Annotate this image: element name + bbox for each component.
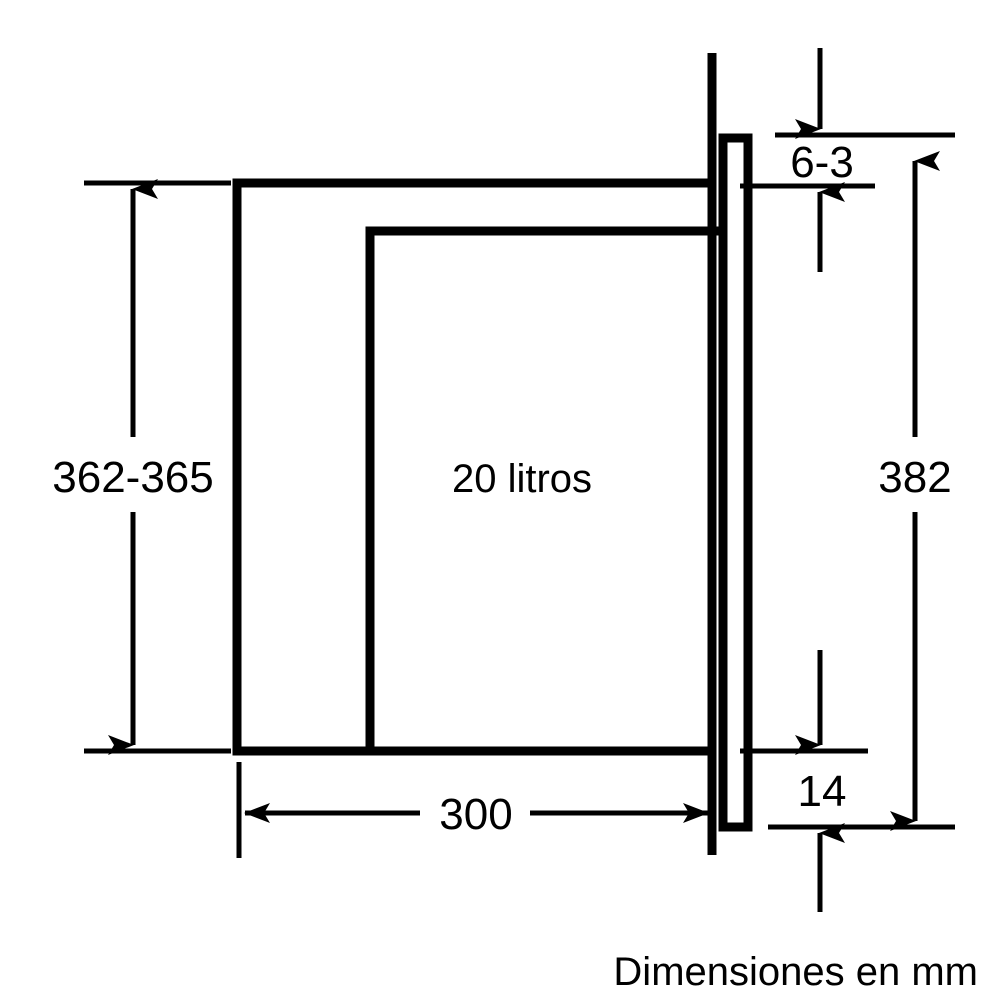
dimension-label-height-niche: 362-365 xyxy=(52,453,213,502)
dimension-label-depth-total: 382 xyxy=(878,453,951,502)
capacity-label: 20 litros xyxy=(452,457,592,501)
dimension-label-width: 300 xyxy=(439,790,512,839)
cabinet-body-outline xyxy=(232,178,712,756)
dimension-bottom-offset: 14 xyxy=(740,650,955,912)
units-caption: Dimensiones en mm xyxy=(613,950,978,994)
cavity-outline xyxy=(365,226,723,751)
dimension-label-front-overhang: 6-3 xyxy=(790,138,854,187)
dimension-width: 300 xyxy=(236,762,709,858)
dimension-front-overhang: 6-3 xyxy=(740,48,955,272)
door-panel-outline xyxy=(718,133,753,832)
dimension-depth-total: 382 xyxy=(878,151,952,831)
dimension-label-bottom-offset: 14 xyxy=(798,767,847,816)
appliance-outline xyxy=(232,53,753,855)
dimension-height-niche: 362-365 xyxy=(52,179,231,755)
